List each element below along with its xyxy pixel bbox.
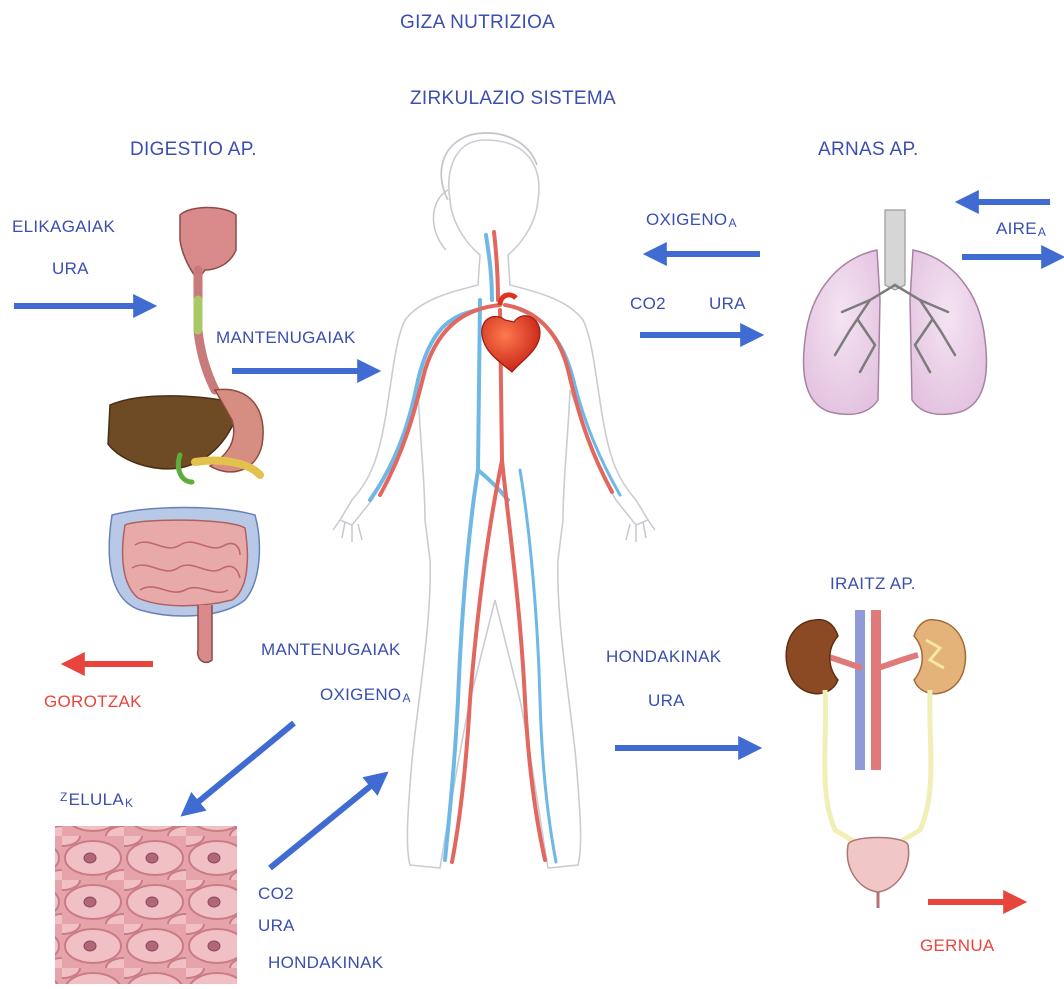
- respiratory-system-label: ARNAS AP.: [818, 139, 919, 161]
- cell-waste-label: HONDAKINAK: [268, 953, 383, 973]
- cell-water-label: URA: [258, 916, 295, 936]
- lungs-icon: [804, 210, 987, 414]
- digestive-system-icon: [108, 208, 263, 663]
- oxygen-label: OXIGENOA: [646, 210, 737, 230]
- nutrients-label: MANTENUGAIAK: [216, 328, 356, 348]
- circulatory-system-label: ZIRKULAZIO SISTEMA: [410, 88, 616, 110]
- page-title: GIZA NUTRIZIOA: [400, 12, 555, 34]
- excretory-system-label: IRAITZ AP.: [830, 574, 916, 594]
- cell-oxygen-label: OXIGENOA: [320, 685, 411, 705]
- air-label: AIREA: [996, 219, 1046, 239]
- waste-label: HONDAKINAK: [606, 647, 721, 667]
- urine-label: GERNUA: [920, 936, 995, 956]
- human-circulation-icon: [333, 133, 655, 868]
- food-label: ELIKAGAIAK: [12, 217, 115, 237]
- digestive-system-label: DIGESTIO AP.: [130, 139, 257, 161]
- cells-label: ZELULAK: [60, 790, 133, 810]
- cell-tissue-icon: [55, 826, 237, 984]
- kidneys-icon: [786, 610, 965, 845]
- excretory-water-label: URA: [648, 691, 685, 711]
- arrow-blood-to-cells: [186, 723, 294, 812]
- arrow-cells-to-blood: [270, 776, 383, 868]
- feces-label: GOROTZAK: [44, 692, 142, 712]
- cell-nutrients-label: MANTENUGAIAK: [261, 640, 401, 660]
- water-in-label: URA: [52, 259, 89, 279]
- co2-label: CO2: [630, 294, 666, 314]
- bladder-icon: [847, 838, 908, 909]
- resp-water-label: URA: [709, 294, 746, 314]
- cell-co2-label: CO2: [258, 884, 294, 904]
